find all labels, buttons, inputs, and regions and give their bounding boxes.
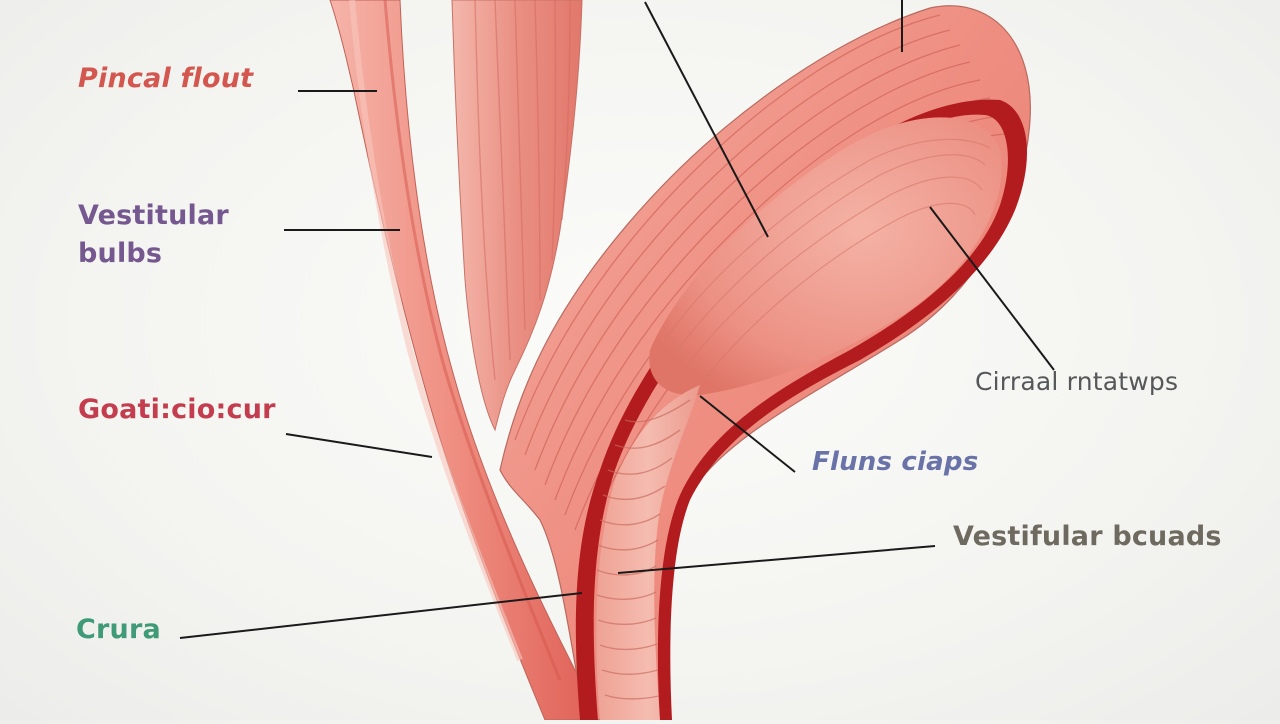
label-vestitular-bulbs-line1: Vestitular: [78, 200, 229, 231]
leader-lines: [179, 0, 1055, 639]
label-cirraal-rntatwps: Cirraal rntatwps: [975, 367, 1179, 396]
label-vestifular-bcuads: Vestifular bcuads: [953, 521, 1222, 552]
leader-line-fluns-ciaps: [699, 395, 796, 473]
leader-line-goaticiocur: [285, 433, 433, 458]
label-crura: Crura: [76, 614, 161, 645]
leader-line-vestifular-bcuads: [617, 545, 936, 574]
inner-oval-shape: [649, 117, 1002, 396]
leader-line-cirraal-rntatwps: [929, 206, 1055, 371]
label-goaticiocur: Goati:cio:cur: [78, 394, 276, 425]
canal-shape: [596, 385, 700, 720]
leader-line-top-left: [644, 1, 769, 238]
label-pincal-flout: Pincal flout: [78, 63, 254, 94]
label-vestitular-bulbs-line2: bulbs: [78, 238, 163, 269]
leader-line-crura: [179, 592, 583, 639]
middle-strand-shape: [451, 0, 583, 432]
label-fluns-ciaps: Fluns ciaps: [812, 447, 979, 477]
label-vestitular-bulbs: Vestitular bulbs: [78, 197, 229, 273]
